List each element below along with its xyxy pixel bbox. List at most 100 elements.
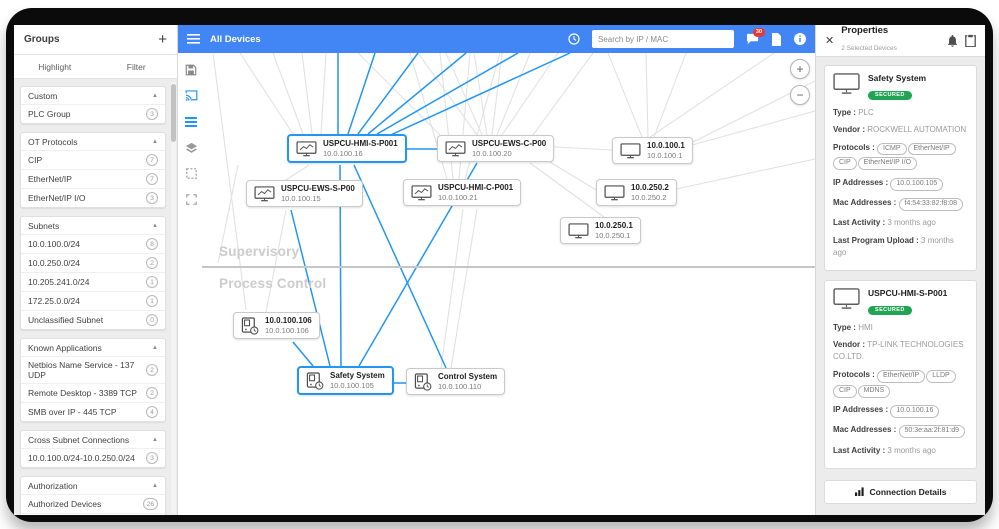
- property-label: Last Activity :: [833, 218, 888, 228]
- filter-item[interactable]: 172.25.0.0/24 1: [21, 291, 165, 310]
- property-row: Last Program Upload : 3 months ago: [833, 235, 954, 257]
- sidebar-tabs: Highlight Filter: [14, 55, 177, 79]
- protocol-pill: EtherNet/IP: [877, 369, 926, 383]
- count-badge: 2: [146, 257, 158, 269]
- save-icon[interactable]: [184, 63, 198, 76]
- collapse-caret-icon[interactable]: ▲: [152, 345, 158, 351]
- bell-icon[interactable]: [947, 34, 958, 47]
- filter-section-header[interactable]: Known Applications▲: [21, 339, 165, 356]
- info-icon[interactable]: [794, 33, 806, 45]
- property-label: IP Addresses :: [833, 177, 891, 187]
- properties-header: ✕ Properties 2 Selected Devices: [816, 25, 985, 57]
- count-badge: 1: [146, 295, 158, 307]
- filter-item-label: 172.25.0.0/24: [28, 296, 80, 306]
- list-view-icon[interactable]: [184, 115, 198, 128]
- layers-icon[interactable]: [184, 141, 198, 154]
- collapse-caret-icon[interactable]: ▲: [152, 139, 158, 145]
- tab-highlight[interactable]: Highlight: [38, 61, 72, 72]
- connection-edge-gray: [491, 53, 503, 136]
- fullscreen-icon[interactable]: [184, 193, 198, 206]
- property-row: Mac Addresses : f4:54:33:82:f8:08: [833, 197, 968, 212]
- filter-section-header[interactable]: Custom ▲: [21, 87, 165, 104]
- filter-item[interactable]: Unauthorized Devices4: [21, 513, 165, 515]
- protocol-pill: 10.0.100.16: [890, 405, 940, 418]
- tab-filter[interactable]: Filter: [126, 61, 146, 72]
- close-icon[interactable]: ✕: [825, 35, 835, 47]
- protocol-pill: EtherNet/IP: [907, 142, 956, 156]
- collapse-caret-icon[interactable]: ▲: [152, 437, 158, 443]
- connection-edge-selected: [376, 53, 519, 135]
- zoom-in-button[interactable]: +: [790, 59, 810, 79]
- secured-badge: SECURED: [868, 305, 912, 315]
- history-clock-icon[interactable]: [568, 33, 580, 45]
- hamburger-menu-icon[interactable]: [187, 34, 200, 44]
- collapse-caret-icon[interactable]: ▲: [152, 223, 158, 229]
- collapse-caret-icon[interactable]: ▲: [152, 93, 158, 99]
- connection-edge-selected: [383, 53, 571, 139]
- property-label: Protocols :: [833, 369, 878, 379]
- connection-edge-gray: [239, 53, 294, 135]
- marquee-select-icon[interactable]: [184, 167, 198, 180]
- zone-divider: [202, 266, 815, 268]
- filter-section-title: Custom: [28, 91, 58, 101]
- connection-edge-gray: [666, 158, 815, 192]
- connection-edge-gray: [496, 53, 531, 136]
- monitor-icon: [568, 223, 589, 239]
- collapse-caret-icon[interactable]: ▲: [152, 483, 158, 489]
- count-badge: 1: [146, 276, 158, 288]
- filter-section-header[interactable]: OT Protocols▲: [21, 133, 165, 150]
- filter-section-header[interactable]: Cross Subnet Connections▲: [21, 431, 165, 448]
- zoom-out-button[interactable]: −: [790, 85, 810, 105]
- filter-item-label: 10.0.100.0/24: [28, 239, 80, 249]
- report-document-icon[interactable]: [771, 32, 782, 46]
- filter-section-title: Subnets: [28, 221, 60, 231]
- cast-icon[interactable]: [184, 89, 198, 102]
- clipboard-icon[interactable]: [965, 34, 976, 47]
- connection-details-button[interactable]: Connection Details: [824, 480, 977, 505]
- scrollbar-thumb[interactable]: [171, 84, 176, 142]
- protocol-pill: f4:54:33:82:f8:08: [898, 198, 964, 211]
- search-input[interactable]: [592, 30, 734, 48]
- filter-section-header[interactable]: Authorization▲: [21, 477, 165, 494]
- device-card-name: Safety System: [868, 73, 927, 83]
- add-group-button[interactable]: +: [158, 31, 167, 48]
- topology-canvas[interactable]: Supervisory Process Control: [178, 53, 815, 515]
- filter-section-header[interactable]: Subnets ▲: [21, 217, 165, 234]
- messages-icon[interactable]: 30: [746, 28, 765, 45]
- connection-edge-gray: [285, 164, 310, 181]
- sidebar-scrollbar[interactable]: [171, 82, 176, 513]
- device-ip: 10.0.100.20: [472, 149, 512, 158]
- device-name: Control System: [438, 372, 498, 381]
